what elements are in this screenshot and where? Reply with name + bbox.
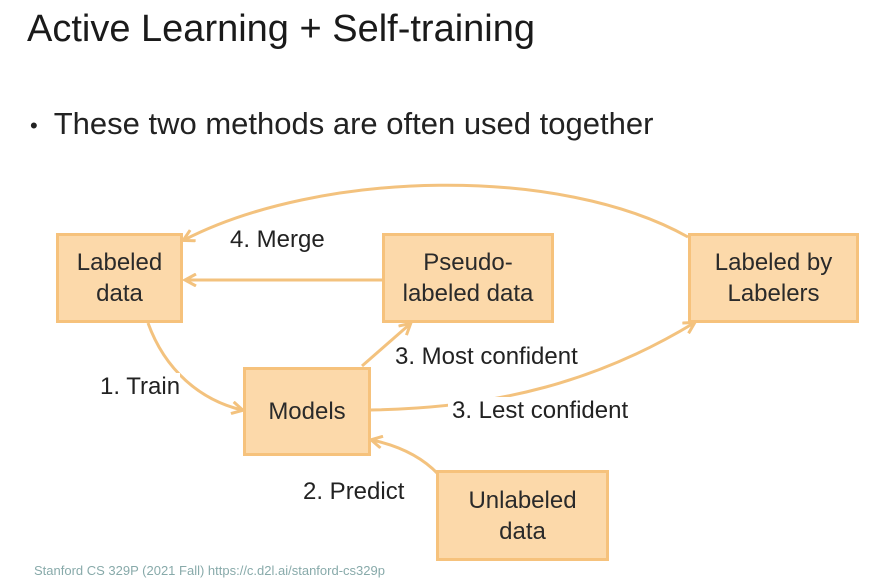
slide-title: Active Learning + Self-training [27,8,536,50]
arrow-labeled-to-models [146,322,242,410]
edge-label-train: 1. Train [100,373,181,401]
bullet-dot: • [30,112,38,138]
node-pseudo-labeled-data: Pseudo- labeled data [382,233,554,323]
bullet-point: • These two methods are often used togeth… [30,106,653,142]
arrow-models-to-pseudo [361,324,410,368]
node-models: Models [243,367,371,456]
node-labeled-by-labelers: Labeled by Labelers [688,233,859,323]
edge-label-merge: 4. Merge [230,226,325,253]
footer-citation: Stanford CS 329P (2021 Fall) https://c.d… [34,563,385,578]
node-unlabeled-data: Unlabeled data [436,470,609,561]
arrow-unlabeled-to-models [372,440,440,476]
arrow-labelers-to-labeled [184,183,689,240]
edge-label-predict: 2. Predict [303,478,405,506]
edge-label-most-confident: 3. Most confident [395,343,578,370]
bullet-text: These two methods are often used togethe… [53,106,654,141]
edge-label-least-confident: 3. Lest confident [448,397,633,425]
node-labeled-data: Labeled data [56,233,183,323]
arrow-models-to-labelers [369,323,694,412]
